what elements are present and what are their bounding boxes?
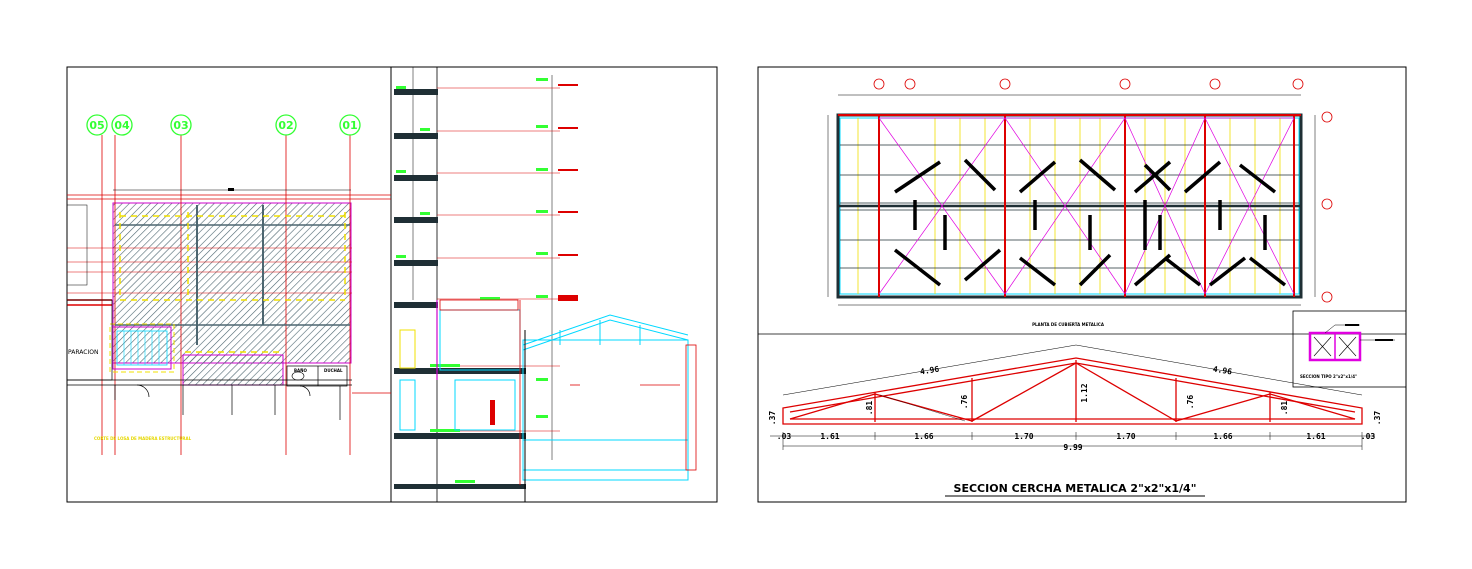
dim-tick-top: [228, 188, 234, 191]
detail-frame: [1292, 310, 1407, 388]
dim-bottom-3: 1.66: [914, 432, 933, 441]
floor-plan: 05 04 03 02 01 PARACION BAÑO DUCHAL CORT…: [66, 114, 391, 455]
section-red-walls: [439, 299, 697, 485]
room-label-bath: BAÑO: [294, 368, 307, 373]
dim-total: 9.99: [1063, 443, 1082, 452]
grid-bubble-03: 03: [170, 114, 192, 136]
toilet-fixture: [291, 371, 305, 381]
grid-bubble-04: 04: [111, 114, 133, 136]
roof-plan-title: PLANTA DE CUBIERTA METALICA: [1032, 322, 1105, 327]
dim-top-left: 4.96: [919, 365, 940, 377]
left-column-block: [66, 204, 88, 286]
dim-bottom-7: 1.61: [1306, 432, 1325, 441]
dim-vert-5: .76: [1186, 395, 1195, 410]
dim-vert-7: .37: [1373, 411, 1382, 426]
dim-top-right: 4.96: [1212, 365, 1233, 377]
dim-bottom-4: 1.70: [1014, 432, 1033, 441]
section-title: SECCION CERCHA METALICA 2"x2"x1/4": [954, 482, 1197, 495]
room-label: PARACION: [68, 349, 98, 356]
red-trusses: [838, 114, 1301, 297]
room-label-shower: DUCHAL: [324, 368, 343, 373]
truss-elevation: 4.96 4.96 .37 .81 .76 1.12 .76 .81 .37 .…: [768, 344, 1382, 497]
section-detail: SECCION TIPO 2"x2"x1/4": [1292, 310, 1407, 388]
hatched-slab-lower: [182, 354, 284, 386]
grid-label-02: 02: [278, 119, 293, 132]
dim-vert-1: .37: [768, 411, 777, 426]
roof-axis-bubbles: [873, 78, 1333, 303]
lower-walls: [66, 299, 352, 420]
magenta-bracing: [878, 117, 1295, 295]
dim-vert-4: 1.12: [1080, 383, 1089, 402]
dim-bottom-1: .03: [777, 432, 792, 441]
right-sheet: PLANTA DE CUBIERTA METALICA SECCION TIPO…: [757, 66, 1407, 503]
roof-plan: PLANTA DE CUBIERTA METALICA: [827, 78, 1333, 327]
building-section: [394, 67, 697, 502]
dim-bottom-2: 1.61: [820, 432, 839, 441]
dim-bottom-8: .03: [1361, 432, 1376, 441]
dim-bottom-5: 1.70: [1116, 432, 1135, 441]
dim-vert-2: .81: [865, 401, 874, 416]
hatched-slab: [112, 202, 352, 364]
detail-label: SECCION TIPO 2"x2"x1/4": [1300, 374, 1357, 379]
stair-yellow-outline: [109, 323, 175, 373]
red-level-tags: [490, 84, 578, 425]
grid-bubble-02: 02: [275, 114, 297, 136]
right-sheet-frame: [757, 66, 1407, 503]
dim-vert-6: .81: [1280, 401, 1289, 416]
truss-chords: [782, 357, 1363, 425]
grid-label-05: 05: [89, 119, 104, 132]
yellow-door: [399, 329, 416, 369]
black-bars: [893, 158, 1287, 287]
stair-area: [112, 326, 172, 370]
grid-bubble-05: 05: [86, 114, 108, 136]
yellow-note: CORTE DE LOSA DE MADERA ESTRUCTURAL: [94, 436, 192, 441]
section-walls: [399, 309, 689, 481]
dim-bottom-6: 1.66: [1213, 432, 1232, 441]
grid-label-01: 01: [342, 119, 357, 132]
left-sheet: 05 04 03 02 01 PARACION BAÑO DUCHAL CORT…: [66, 66, 718, 503]
dim-vert-3: .76: [960, 395, 969, 410]
stair-steps: [123, 331, 160, 365]
stair-inner: [116, 330, 168, 366]
grid-label-04: 04: [114, 119, 130, 132]
floor-slabs: [394, 89, 526, 489]
grid-label-03: 03: [173, 119, 188, 132]
green-level-marks: [396, 78, 548, 483]
grid-bubble-01: 01: [339, 114, 361, 136]
dim-ticks: [782, 432, 1363, 450]
yellow-marks: [119, 212, 346, 353]
